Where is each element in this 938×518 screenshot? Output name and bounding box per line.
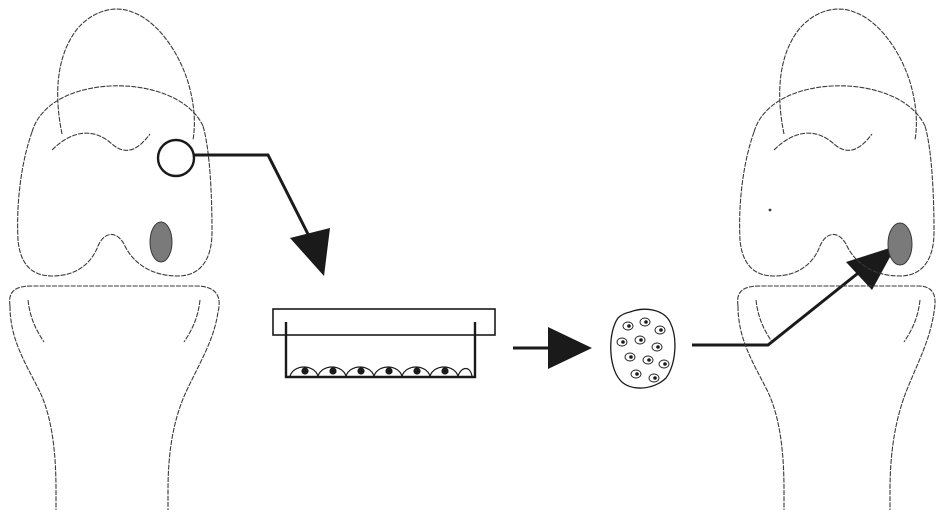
right-femur-shaft-outline (779, 8, 917, 141)
seeded-cell (630, 369, 642, 379)
right-implanted-lesion (887, 222, 913, 266)
seeded-cell (642, 355, 654, 365)
seeded-cell (658, 359, 670, 369)
seeded-cell (654, 325, 666, 335)
left-femur-shaft-outline (57, 8, 195, 141)
triangle-arrowhead-icon (290, 228, 330, 276)
seeded-cell (639, 317, 651, 327)
right-tibia-outline (737, 285, 936, 510)
left-patella-outline (31, 85, 204, 133)
right-knee (737, 8, 936, 510)
left-tibia-inner-line (27, 299, 201, 343)
arrow-biopsy-to-culture (194, 153, 330, 276)
right-patella-outline (753, 85, 926, 133)
chondrocyte-icon (329, 367, 337, 375)
right-intercondylar-line (773, 132, 873, 151)
cell-seeded-scaffold (610, 308, 676, 389)
chondrocyte-icon (357, 367, 365, 375)
seeded-cell (622, 321, 634, 331)
left-intercondylar-line (51, 132, 151, 151)
seeded-cell (616, 337, 628, 347)
seeded-cell (651, 342, 663, 352)
scaffold-outline (610, 308, 676, 389)
right-tibia-inner-line (755, 299, 921, 343)
triangle-arrowhead-icon (846, 246, 896, 290)
small-dot (768, 208, 772, 212)
arrow-culture-to-scaffold (513, 327, 592, 369)
left-knee (9, 8, 220, 510)
left-femoral-condyles-outline (17, 125, 213, 277)
seeded-cell (648, 373, 660, 383)
left-tibia-outline (9, 285, 220, 510)
seeded-cell (634, 335, 646, 345)
cultured-cell-layer (289, 366, 473, 378)
triangle-arrowhead-icon (548, 327, 592, 369)
chondrocyte-icon (385, 367, 393, 375)
chondrocyte-icon (441, 367, 449, 375)
left-cartilage-lesion (149, 221, 173, 263)
culture-dish-lid (272, 308, 496, 336)
cell-culture-dish (272, 308, 496, 379)
biopsy-site-circle-marker-icon (156, 138, 196, 178)
seeded-cell (624, 352, 636, 362)
arrow-scaffold-to-implant (692, 246, 896, 347)
chondrocyte-icon (301, 367, 309, 375)
right-femoral-condyles-outline (739, 125, 935, 277)
chondrocyte-icon (413, 367, 421, 375)
culture-dish-well (284, 322, 477, 379)
